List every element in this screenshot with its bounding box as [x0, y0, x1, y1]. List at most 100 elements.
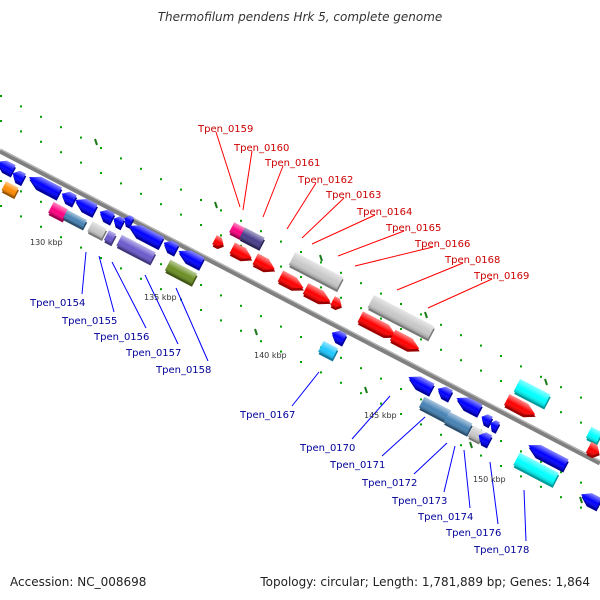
guide-dot — [360, 367, 362, 370]
leader-line — [337, 230, 405, 257]
gene-labels: Tpen_0159Tpen_0160Tpen_0161Tpen_0162Tpen… — [29, 124, 529, 556]
guide-dot — [160, 288, 162, 291]
gene-feature — [585, 441, 600, 459]
gene-feature — [585, 426, 600, 446]
leader-line — [215, 131, 241, 208]
guide-dot — [340, 356, 342, 359]
guide-dot — [180, 188, 182, 191]
gene-label-top: Tpen_0163 — [325, 190, 381, 201]
gene-highlight — [163, 240, 179, 255]
gene-feature — [116, 234, 157, 266]
guide-dot — [520, 365, 522, 368]
gene-label-top: Tpen_0164 — [356, 207, 412, 218]
guide-dot — [400, 328, 402, 330]
gene-label-bottom: Tpen_0176 — [445, 528, 501, 539]
scale-label: 145 kbp — [364, 411, 397, 420]
scale-tick — [469, 441, 473, 449]
guide-dot — [440, 348, 442, 351]
gene-feature — [63, 209, 88, 231]
gene-feature — [357, 311, 397, 339]
scale-tick — [364, 386, 368, 394]
scale-tick — [254, 328, 258, 336]
gene-highlight — [99, 209, 115, 224]
guide-dot — [340, 381, 342, 384]
gene-highlight — [129, 225, 164, 248]
leader-line — [311, 214, 376, 245]
accession-label: Accession: NC_008698 — [10, 575, 147, 589]
guide-dot — [220, 319, 222, 322]
guide-dot — [540, 375, 542, 378]
gene-highlight — [330, 296, 342, 308]
guide-dot — [120, 267, 122, 270]
gene-feature — [504, 394, 536, 418]
guide-dot — [380, 402, 382, 405]
guide-dot — [340, 296, 342, 299]
gene-highlight — [513, 452, 559, 486]
leader-line — [291, 371, 320, 407]
guide-dot — [160, 203, 162, 206]
genome-backbone — [0, 148, 600, 466]
gene-feature — [164, 259, 198, 287]
gene-feature — [437, 386, 454, 403]
gene-feature — [1, 181, 19, 200]
gene-feature — [288, 252, 344, 293]
gene-highlight — [1, 181, 19, 197]
gene-label-top: Tpen_0168 — [444, 255, 500, 266]
guide-dot — [520, 475, 522, 478]
gene-label-bottom: Tpen_0158 — [155, 365, 211, 376]
gene-label-top: Tpen_0159 — [197, 124, 253, 135]
gene-label-bottom: Tpen_0155 — [61, 316, 117, 327]
gene-feature — [61, 191, 78, 208]
leader-line — [144, 274, 179, 345]
guide-dot — [40, 140, 42, 143]
gene-highlight — [239, 227, 265, 249]
gene-highlight — [87, 221, 107, 239]
gene-feature — [481, 414, 494, 429]
gene-highlight — [0, 160, 16, 176]
guide-dot — [420, 338, 422, 341]
leader-line — [443, 445, 456, 493]
gene-highlight — [164, 259, 198, 285]
gene-feature — [528, 444, 569, 473]
gene-highlight — [113, 216, 125, 228]
guide-dot — [580, 421, 582, 424]
gene-feature — [331, 330, 348, 347]
gene-label-bottom: Tpen_0156 — [93, 332, 149, 343]
leader-line — [463, 449, 471, 509]
gene-label-bottom: Tpen_0170 — [299, 443, 355, 454]
guide-dot — [320, 371, 322, 374]
guide-dot — [300, 251, 302, 253]
leader-line — [381, 416, 426, 457]
guide-dot — [20, 190, 22, 193]
scale-tick — [94, 138, 98, 146]
guide-dot — [140, 192, 142, 195]
guide-dot — [220, 294, 222, 297]
gene-feature — [389, 329, 420, 352]
gene-highlight — [116, 234, 156, 264]
guide-dot — [380, 292, 382, 295]
scale-label: 150 kbp — [473, 475, 506, 484]
leader-line — [427, 278, 493, 309]
guide-dot — [400, 303, 402, 305]
guide-dot — [220, 209, 222, 212]
gene-feature — [418, 396, 452, 424]
guide-dot — [240, 329, 242, 332]
scale-tick — [544, 378, 548, 386]
guide-dot — [540, 485, 542, 488]
leader-line — [98, 255, 115, 313]
gene-feature — [113, 216, 126, 231]
gene-highlight — [103, 230, 117, 244]
guide-dot — [580, 396, 582, 399]
guide-dot — [20, 105, 22, 108]
guide-dot — [80, 136, 82, 139]
gene-highlight — [528, 444, 569, 471]
leader-line — [396, 262, 464, 291]
gene-highlight — [229, 242, 252, 259]
guide-dot — [420, 313, 422, 316]
guide-dot — [320, 286, 322, 289]
gene-feature — [129, 225, 165, 251]
gene-feature — [330, 296, 342, 311]
gene-highlight — [367, 295, 435, 339]
gene-highlight — [229, 222, 245, 238]
guide-dot — [60, 126, 62, 129]
